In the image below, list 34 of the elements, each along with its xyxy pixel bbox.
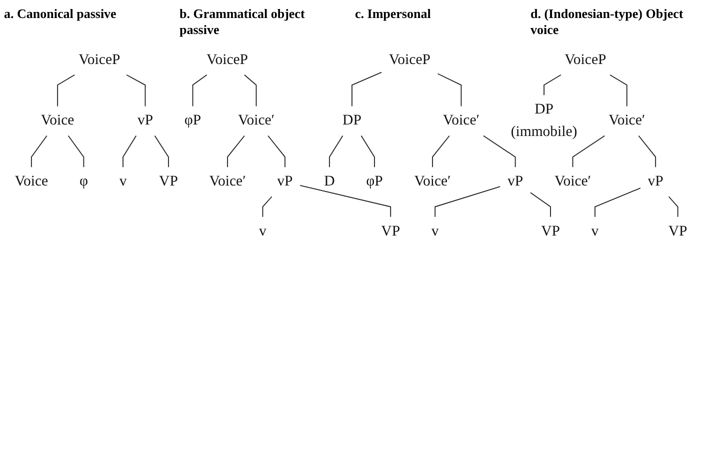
tree-node-label: φP bbox=[366, 174, 383, 190]
tree-node-label: Voice′ bbox=[608, 112, 646, 128]
tree-node-label: φ bbox=[79, 174, 88, 190]
tree-node-label: v bbox=[119, 174, 127, 190]
tree-node-label: v bbox=[431, 223, 439, 240]
tree-node-label: D bbox=[324, 174, 335, 190]
tree-node-label: Voice bbox=[14, 174, 48, 190]
tree-node-label: vP bbox=[508, 174, 524, 190]
panel-title: d. (Indonesian-type) Object voice bbox=[530, 5, 684, 38]
tree-node-label: Voice′ bbox=[238, 112, 275, 128]
tree-node-label: vP bbox=[648, 174, 664, 190]
tree-node-label: φP bbox=[184, 112, 202, 128]
tree-node-label: Voice′ bbox=[209, 174, 246, 190]
tree-node-label: DP (immobile) bbox=[510, 102, 578, 140]
tree-node-label: VoiceP bbox=[564, 52, 606, 68]
tree-node-label: Voice′ bbox=[554, 174, 592, 190]
tree-node-label: v bbox=[591, 223, 599, 240]
tree-node-label: VP bbox=[668, 223, 688, 240]
panel-title: a. Canonical passive bbox=[3, 5, 118, 23]
tree-node-label: VoiceP bbox=[206, 52, 248, 68]
tree-node-label: DP bbox=[342, 112, 362, 128]
tree-node-label: VP bbox=[381, 223, 400, 240]
tree-node-label: Voice bbox=[40, 112, 74, 128]
panel-title: b. Grammatical object passive bbox=[178, 5, 306, 38]
panel-title: c. Impersonal bbox=[354, 5, 432, 23]
tree-node-label: VoiceP bbox=[388, 52, 430, 68]
tree-node-label: Voice′ bbox=[442, 112, 480, 128]
tree-node-label: Voice′ bbox=[414, 174, 451, 190]
tree-node-label: vP bbox=[277, 174, 293, 190]
tree-node-label: VoiceP bbox=[78, 52, 120, 68]
tree-node-label: VP bbox=[159, 174, 178, 190]
tree-node-label: VP bbox=[541, 223, 560, 240]
tree-node-label: vP bbox=[137, 112, 154, 128]
tree-node-label: v bbox=[259, 223, 266, 240]
